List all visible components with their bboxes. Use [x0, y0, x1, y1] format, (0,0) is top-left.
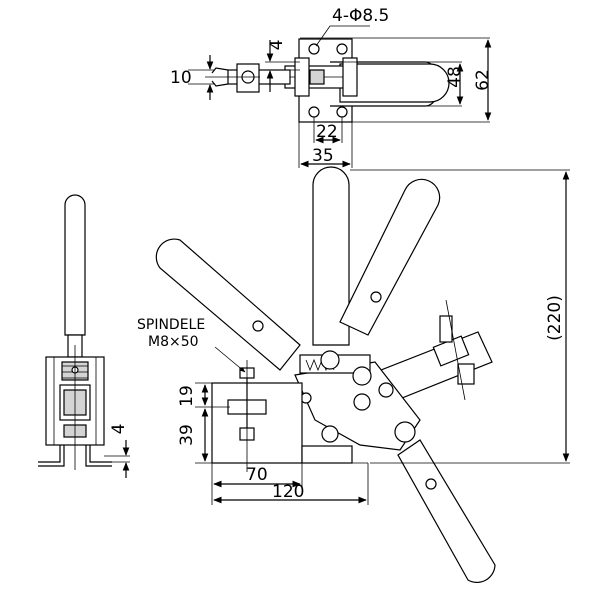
mount-hole-icon	[336, 43, 348, 55]
dim-hole-spacing: 22	[316, 122, 338, 142]
screw-icon	[370, 291, 382, 303]
dim-side-offset: 4	[109, 424, 129, 435]
side-view	[38, 194, 130, 478]
dimension-labels: 4-Φ8.5 4 10 48 62 22 35 (220) 4 19 39 70…	[109, 6, 565, 502]
dim-height: (220)	[545, 295, 565, 341]
top-handle-grip	[339, 63, 450, 103]
dim-overall-length: 120	[272, 482, 304, 502]
screw-icon	[425, 478, 437, 490]
dim-holes: 4-Φ8.5	[332, 6, 389, 26]
dim-hole-offset: 4	[267, 40, 287, 51]
dim-base-outer: 62	[473, 69, 493, 91]
spindle-leader	[214, 346, 246, 373]
top-view	[188, 25, 492, 168]
dim-spindle-dia: 10	[170, 68, 192, 88]
screw-icon	[252, 320, 264, 332]
holes-leader	[315, 25, 370, 47]
spindle-label-line2: M8×50	[148, 334, 199, 350]
side-handle-grip	[64, 194, 86, 336]
mount-hole-icon	[336, 106, 348, 118]
base-block	[211, 382, 303, 464]
dim-spindle-height: 19	[177, 385, 197, 407]
top-spindle-tip	[211, 67, 229, 87]
mount-hole-icon	[308, 106, 320, 118]
handle-vertical	[312, 166, 350, 346]
dim-base-length: 35	[312, 146, 334, 166]
handle-closed	[397, 439, 496, 584]
handle-open	[339, 178, 441, 336]
mount-hole-icon	[308, 43, 320, 55]
front-view	[155, 166, 570, 584]
dim-base-inner: 48	[445, 66, 465, 88]
spindle-label-line1: SPINDELE	[137, 317, 205, 333]
dim-base-height: 39	[177, 424, 197, 446]
handle-left	[155, 238, 301, 371]
dim-spindle-x: 70	[246, 465, 268, 485]
